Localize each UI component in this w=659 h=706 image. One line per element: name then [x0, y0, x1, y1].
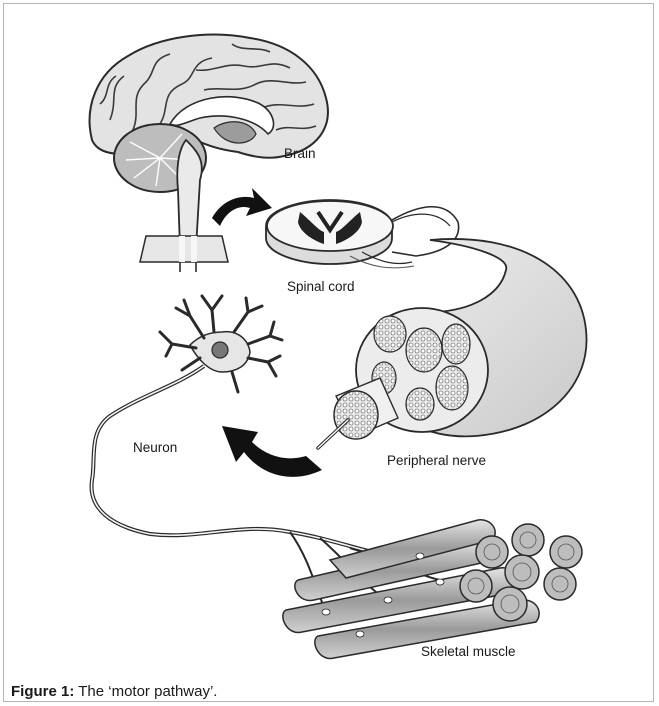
label-neuron: Neuron — [133, 440, 177, 455]
curved-arrow-icon — [212, 188, 272, 226]
spinal-cord-illustration — [266, 200, 459, 268]
label-skeletal-muscle: Skeletal muscle — [421, 644, 516, 659]
caption-text: The ‘motor pathway’. — [74, 683, 217, 700]
caption-prefix: Figure 1: — [11, 683, 74, 700]
peripheral-nerve-illustration — [318, 239, 587, 448]
label-brain: Brain — [284, 146, 316, 161]
figure-caption: Figure 1: The ‘motor pathway’. — [11, 683, 217, 700]
label-peripheral-nerve: Peripheral nerve — [387, 453, 486, 468]
curved-arrow-icon — [222, 426, 322, 477]
label-spinal-cord: Spinal cord — [287, 279, 355, 294]
